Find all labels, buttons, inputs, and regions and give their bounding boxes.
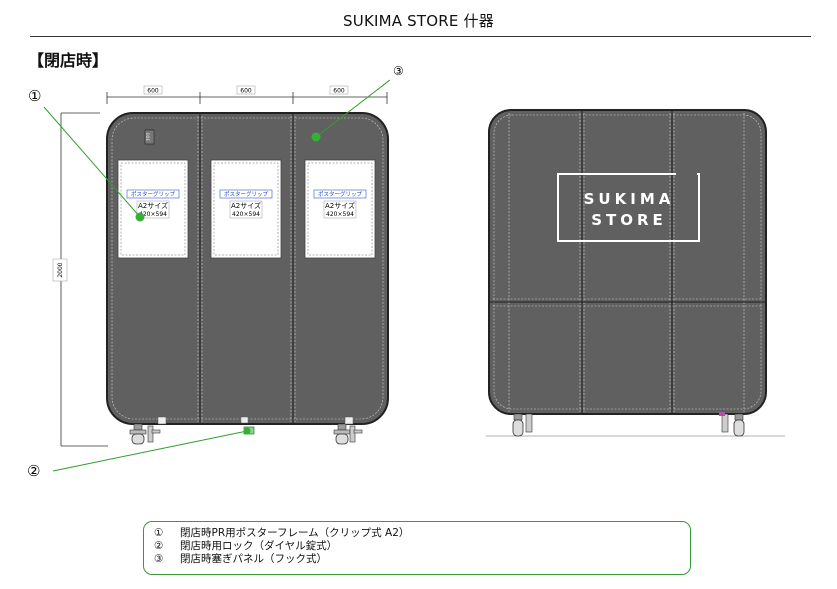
page-title: SUKIMA STORE 什器 bbox=[343, 12, 494, 30]
small-dimension-label: 300 bbox=[146, 133, 152, 142]
back-panel bbox=[488, 109, 767, 415]
marker-dot-1 bbox=[135, 212, 145, 222]
logo-line-2: STORE bbox=[591, 211, 667, 229]
section-label: 【閉店時】 bbox=[28, 51, 109, 70]
caster bbox=[512, 413, 533, 437]
poster-frame: ポスターグリップ A2サイズ 420×594 bbox=[117, 159, 189, 259]
poster-frame-tag: ポスターグリップ bbox=[318, 190, 363, 198]
front-view: 600 600 600 2000 300 bbox=[27, 64, 404, 480]
height-dimension bbox=[60, 112, 108, 447]
poster-frame-dimensions: 420×594 bbox=[232, 211, 260, 218]
poster-frame-size: A2サイズ bbox=[325, 201, 355, 210]
dimension-label-3: 600 bbox=[333, 88, 345, 95]
marker-dot-2 bbox=[243, 427, 251, 435]
poster-frame-tag: ポスターグリップ bbox=[224, 190, 269, 198]
legend-number: ③ bbox=[154, 553, 164, 565]
legend-number: ② bbox=[154, 540, 164, 552]
legend-text: 閉店時塞ぎパネル（フック式） bbox=[180, 553, 327, 565]
legend-box: ① 閉店時PR用ポスターフレーム（クリップ式 A2） ② 閉店時用ロック（ダイヤ… bbox=[143, 521, 691, 575]
poster-frame-size: A2サイズ bbox=[138, 201, 168, 210]
callout-3: ③ bbox=[393, 64, 404, 78]
legend-item: ③ 閉店時塞ぎパネル（フック式） bbox=[154, 553, 690, 566]
caster bbox=[719, 412, 745, 437]
legend-number: ① bbox=[154, 527, 164, 539]
logo-line-1: SUKIMA bbox=[584, 190, 675, 208]
legend-item: ② 閉店時用ロック（ダイヤル錠式） bbox=[154, 540, 690, 553]
poster-frame: ポスターグリップ A2サイズ 420×594 bbox=[304, 159, 376, 259]
back-view: SUKIMA STORE bbox=[486, 109, 785, 437]
width-dimension bbox=[106, 92, 388, 104]
caster bbox=[129, 416, 167, 445]
poster-frame-dimensions: 420×594 bbox=[326, 211, 354, 218]
poster-frame-size: A2サイズ bbox=[231, 201, 261, 210]
legend-item: ① 閉店時PR用ポスターフレーム（クリップ式 A2） bbox=[154, 527, 690, 540]
caster bbox=[333, 416, 363, 445]
store-logo: SUKIMA STORE bbox=[557, 173, 700, 242]
poster-frame-tag: ポスターグリップ bbox=[131, 190, 176, 198]
dimension-label-1: 600 bbox=[147, 88, 159, 95]
poster-frame: ポスターグリップ A2サイズ 420×594 bbox=[210, 159, 282, 259]
dimension-label-2: 600 bbox=[240, 88, 252, 95]
callout-1: ① bbox=[28, 87, 41, 105]
legend-text: 閉店時PR用ポスターフレーム（クリップ式 A2） bbox=[180, 527, 410, 539]
callout-2: ② bbox=[27, 462, 40, 480]
height-dimension-label: 2000 bbox=[57, 262, 64, 277]
poster-frame-dimensions: 420×594 bbox=[139, 211, 167, 218]
marker-dot-3 bbox=[311, 132, 321, 142]
legend-text: 閉店時用ロック（ダイヤル錠式） bbox=[180, 540, 338, 552]
title-divider bbox=[30, 36, 811, 37]
